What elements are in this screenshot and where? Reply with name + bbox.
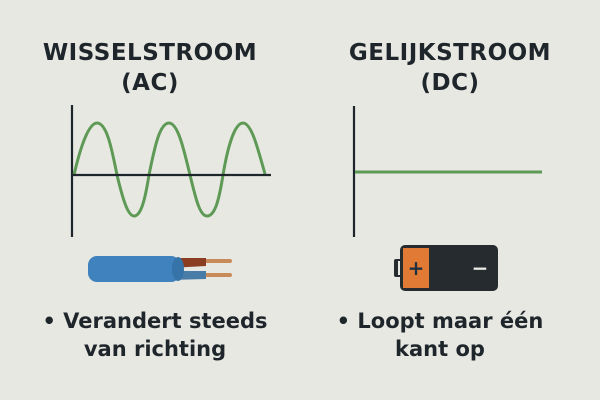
battery-icon: + − [394,245,498,291]
dc-title-line2: (DC) [420,70,480,96]
dc-title-line1: GELIJKSTROOM [348,40,552,66]
dc-line-graph [352,106,542,237]
dc-caption-line2: kant op [395,337,485,361]
ac-title-line2: (AC) [121,70,179,96]
dc-caption-line1: • Loopt maar één [336,309,544,333]
ac-title: WISSELSTROOM (AC) [30,38,270,98]
ac-sine-wave [72,121,267,218]
ac-title-line1: WISSELSTROOM [42,40,258,66]
battery-minus: − [472,256,489,280]
battery-plus: + [408,256,425,280]
ac-caption-line2: van richting [83,337,227,361]
dc-caption: • Loopt maar één kant op [310,307,570,363]
ac-caption: • Verandert steeds van richting [30,307,280,363]
ac-sine-wave-graph [70,105,271,237]
cable-icon [88,256,232,282]
dc-title: GELIJKSTROOM (DC) [320,38,580,98]
ac-caption-line1: • Verandert steeds [42,309,268,333]
